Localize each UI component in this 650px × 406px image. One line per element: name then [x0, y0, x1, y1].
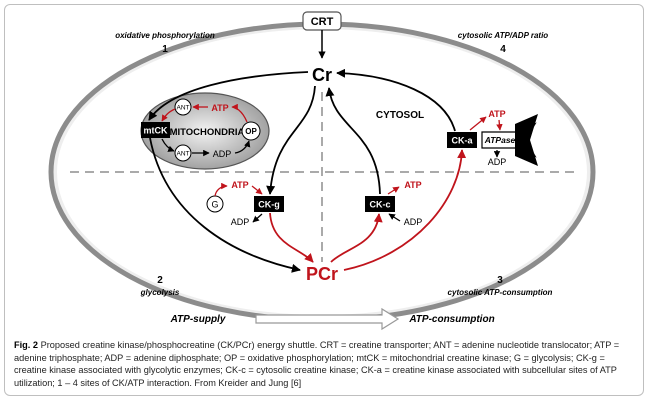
supply-to-consumption-arrow — [255, 307, 400, 331]
op-label: OP — [245, 127, 257, 136]
op-circle — [241, 121, 261, 141]
arrow-ck-c-to-atp — [387, 186, 400, 195]
arrow-ck-c-to-cr — [325, 87, 381, 195]
g-label: G — [211, 200, 218, 210]
ant-circle-bottom — [174, 144, 192, 162]
arrow-op-to-atp — [231, 103, 248, 123]
arrow-adp-to-ck-c — [388, 213, 401, 222]
site-3-label: cytosolic ATP-consumption — [448, 288, 553, 297]
ck-c-box — [365, 196, 395, 212]
ant-label-bottom: ANT — [177, 151, 190, 158]
cr-label: Cr — [312, 65, 332, 85]
pcr-label: PCr — [306, 264, 338, 284]
arrow-ant-to-mtck — [161, 108, 176, 122]
site-4-number: 4 — [500, 44, 506, 55]
ck-g-box — [254, 196, 284, 212]
ck-c-label: CK-c — [369, 200, 390, 210]
crt-label: CRT — [311, 16, 334, 28]
mtck-box — [141, 122, 170, 138]
site-3-number: 3 — [497, 275, 503, 286]
atpase-label: ATPase — [484, 135, 516, 145]
arrow-adp-to-op — [234, 140, 251, 154]
mitochondria-label: MITOCHONDRIA — [170, 127, 245, 138]
ant-circle-top — [174, 98, 192, 116]
arrow-g-to-atp — [214, 182, 228, 197]
arrow-ck-a-to-cr — [336, 68, 456, 132]
arrow-ck-g-to-adp — [252, 213, 263, 223]
ck-a-adp-label: ADP — [488, 157, 507, 167]
ant-label-top: ANT — [177, 105, 190, 112]
ck-a-atp-label: ATP — [488, 109, 505, 119]
ck-c-atp-label: ATP — [404, 180, 421, 190]
atpase-flag — [515, 114, 538, 166]
ck-a-label: CK-a — [451, 136, 473, 146]
arrow-atp-to-atpase — [496, 119, 503, 131]
site-1-label: oxidative phosphorylation — [115, 31, 215, 40]
atp-consumption-label: ATP-consumption — [408, 314, 494, 325]
arrow-ck-g-to-pcr — [269, 212, 314, 263]
arrow-ck-a-to-atp — [469, 116, 487, 131]
arrow-cr-to-mtck — [148, 71, 309, 121]
atp-supply-label: ATP-supply — [170, 314, 226, 325]
ck-g-label: CK-g — [258, 200, 280, 210]
site-1-number: 1 — [162, 44, 168, 55]
arrow-pcr-to-ck-a — [343, 149, 467, 271]
ck-g-atp-label: ATP — [231, 180, 248, 190]
ck-c-adp-label: ADP — [404, 217, 423, 227]
mito-adp-label: ADP — [213, 149, 232, 159]
ck-a-box — [447, 132, 477, 148]
caption-fig-number: Fig. 2 — [14, 340, 38, 350]
figure-caption: Fig. 2 Proposed creatine kinase/phosphoc… — [14, 339, 636, 389]
arrow-cr-to-ck-g — [266, 85, 316, 195]
caption-text: Proposed creatine kinase/phosphocreatine… — [14, 340, 620, 388]
mito-atp-label: ATP — [211, 103, 228, 113]
arrow-pcr-to-ck-c — [330, 213, 383, 263]
arrow-atp-to-ck-g — [251, 185, 263, 195]
site-2-label: glycolysis — [140, 288, 180, 297]
mtck-label: mtCK — [144, 126, 168, 136]
arrow-mtck-to-ant — [161, 138, 175, 152]
cytosol-label: CYTOSOL — [376, 110, 424, 121]
ck-g-adp-label: ADP — [231, 217, 250, 227]
ck-pcr-shuttle-diagram: CRT Cr PCr mtCK MITOCHONDRIA ANT ANT OP … — [48, 11, 596, 331]
site-4-label: cytosolic ATP/ADP ratio — [458, 31, 549, 40]
site-2-number: 2 — [157, 275, 163, 286]
arrow-mtck-to-pcr — [149, 137, 301, 273]
